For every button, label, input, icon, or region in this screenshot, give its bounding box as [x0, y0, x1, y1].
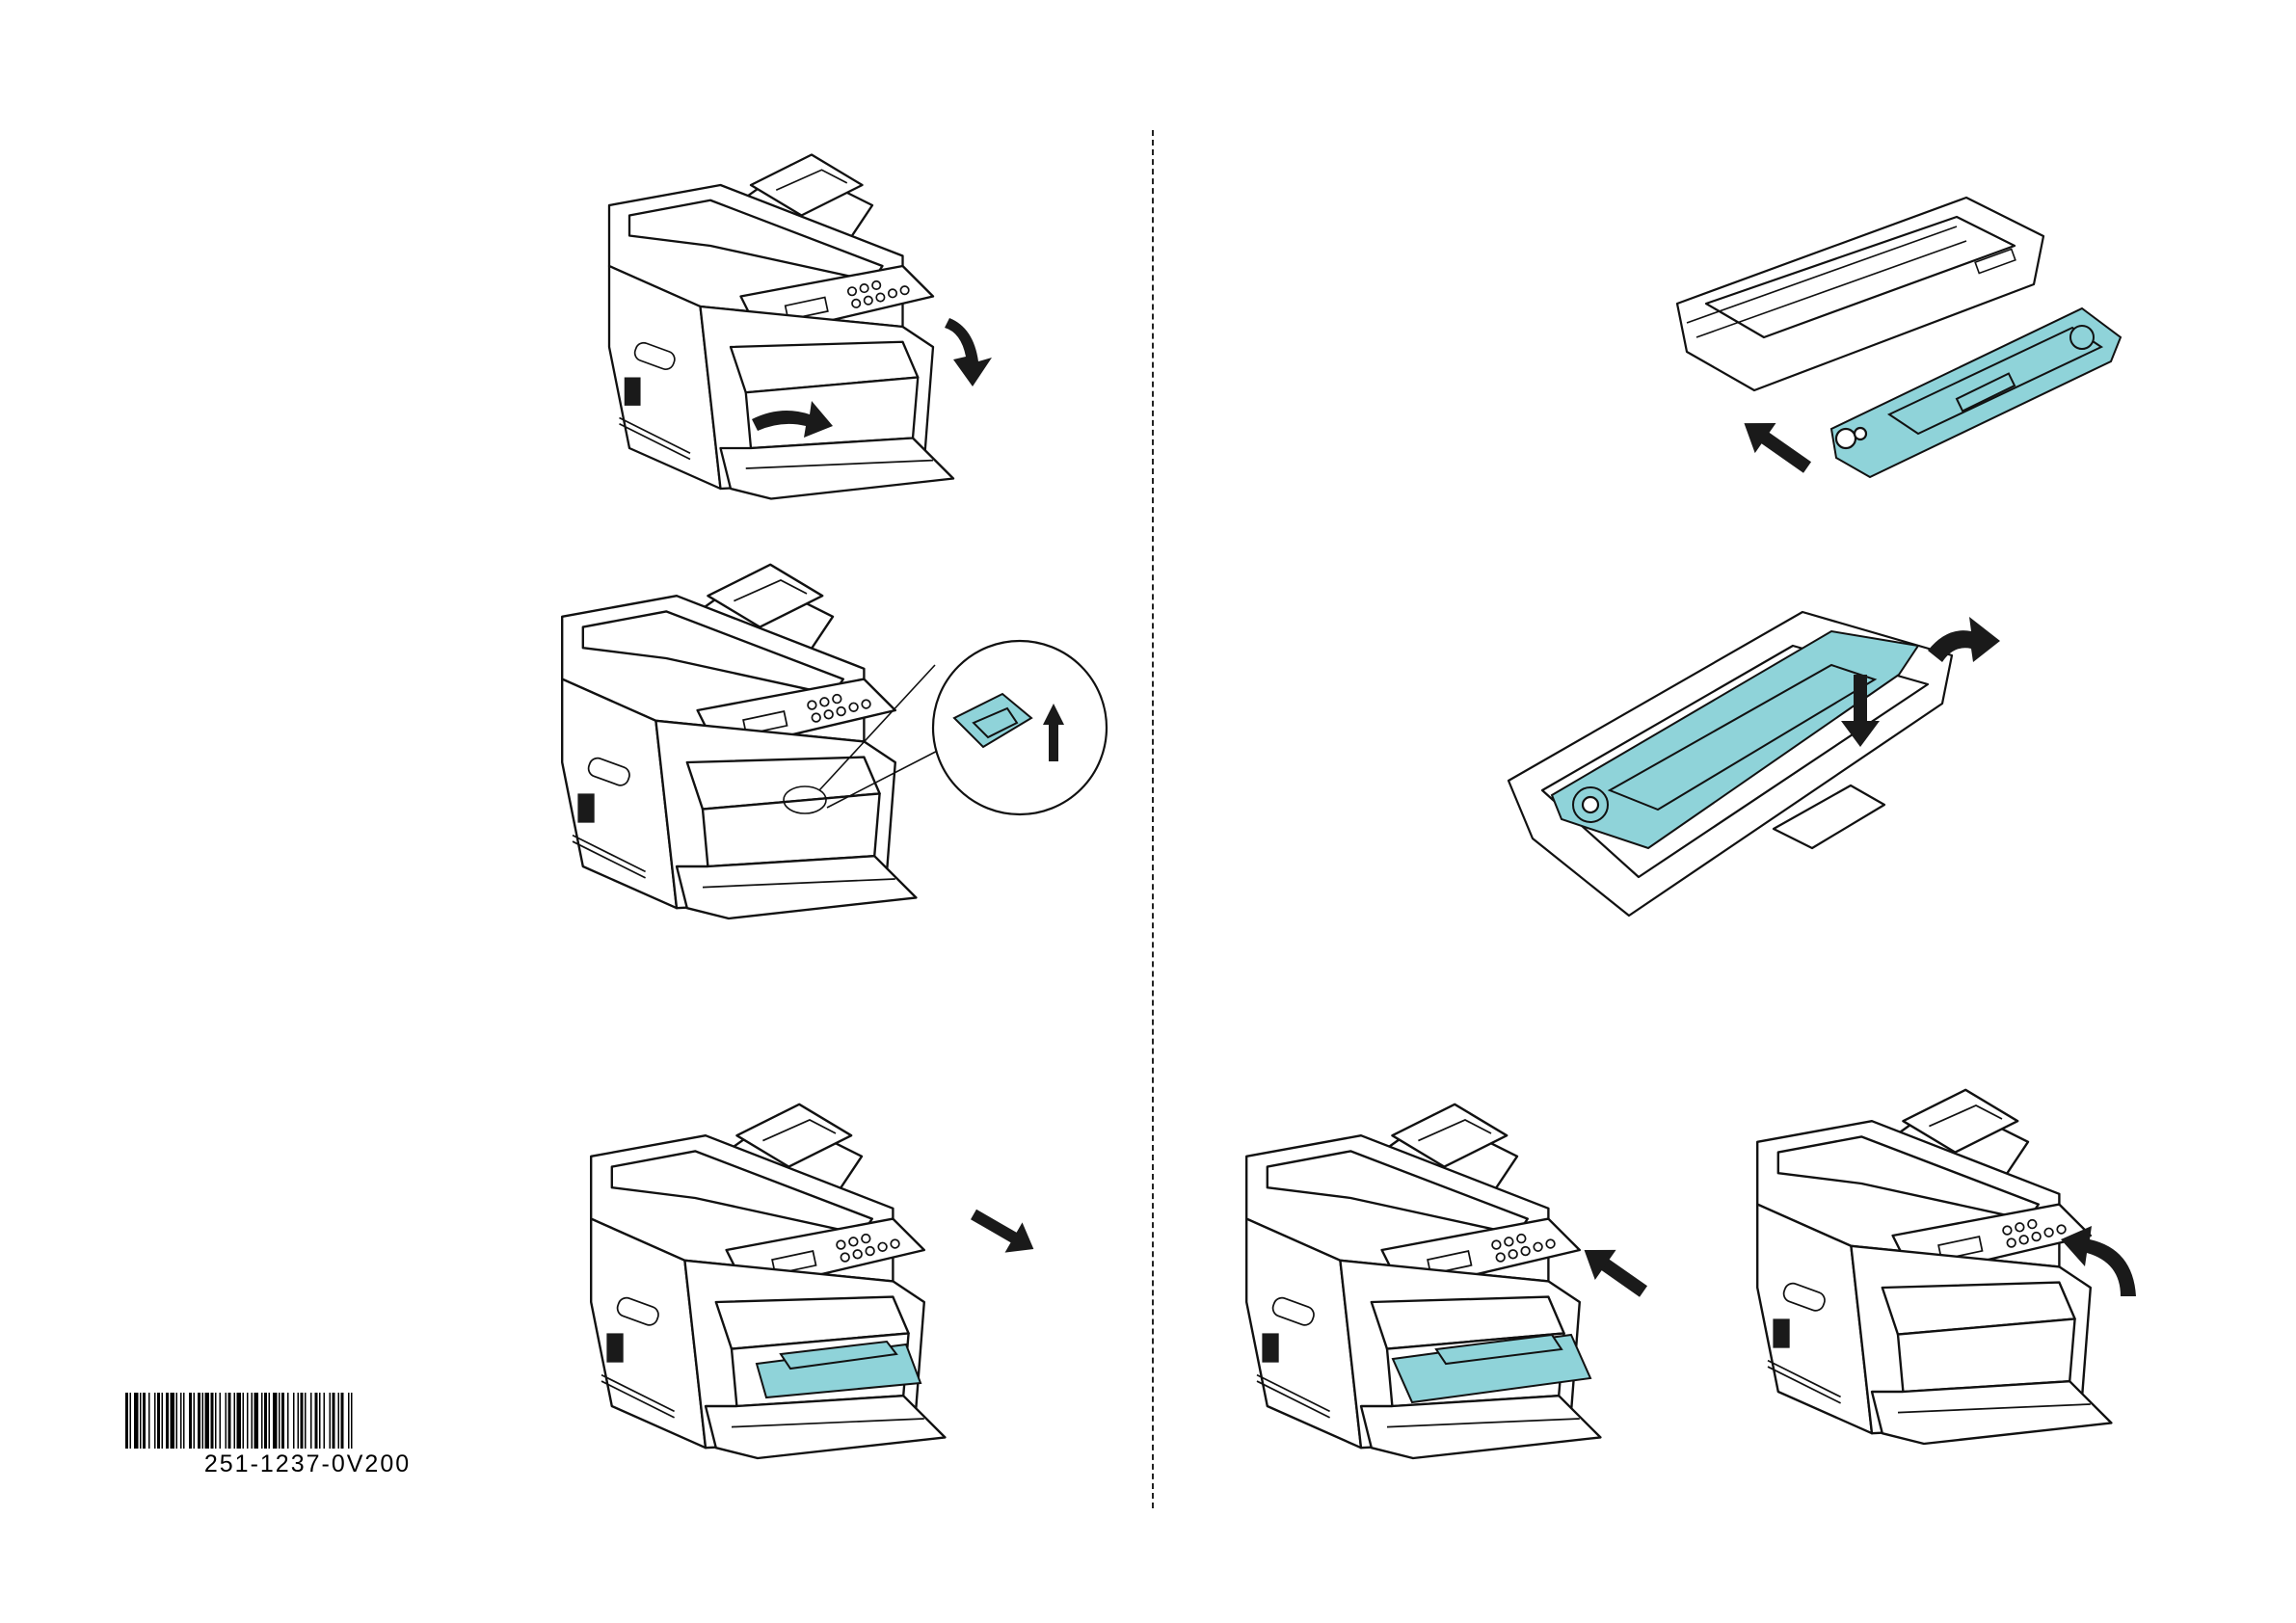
barcode-bar — [330, 1393, 332, 1449]
barcode-bar — [125, 1393, 128, 1449]
barcode-bar — [157, 1393, 160, 1449]
figure-lock-toner-in-drum — [1504, 588, 2005, 945]
barcode-bar — [281, 1393, 284, 1449]
barcode-bar — [243, 1393, 245, 1449]
barcode-bar — [247, 1393, 249, 1449]
barcode-bar — [252, 1393, 254, 1449]
barcode-bar — [211, 1393, 214, 1449]
barcode-bar — [273, 1393, 278, 1449]
barcode-bar — [226, 1393, 227, 1449]
barcode-bar — [269, 1393, 271, 1449]
figure-remove-drum-unit — [549, 1089, 1041, 1494]
barcode-bar — [180, 1393, 182, 1449]
barcode-bar — [202, 1393, 204, 1449]
barcode-bar — [189, 1393, 192, 1449]
arrow-up-left-icon — [1734, 409, 1818, 483]
barcode-bar — [305, 1393, 307, 1449]
barcode-bar — [264, 1393, 267, 1449]
barcode-bar — [148, 1393, 150, 1449]
arrow-up-left-icon — [1574, 1235, 1654, 1306]
drum-with-toner-icon — [1508, 612, 1952, 916]
page-divider — [1152, 130, 1154, 1508]
figure-open-front-cover — [569, 130, 1012, 520]
barcode-bar — [143, 1393, 146, 1449]
figure-close-front-cover — [1716, 1075, 2169, 1489]
barcode-bar — [333, 1393, 335, 1449]
barcode-bar — [324, 1393, 326, 1449]
barcode-bar — [134, 1393, 139, 1449]
barcode-bar — [220, 1393, 222, 1449]
barcode-bar — [234, 1393, 236, 1449]
barcode-bar — [310, 1393, 312, 1449]
barcode-bar — [351, 1393, 353, 1449]
barcode-bar — [348, 1393, 350, 1449]
barcode-bar — [162, 1393, 164, 1449]
barcode-bar — [338, 1393, 340, 1449]
barcode-bar — [166, 1393, 169, 1449]
figure-press-lever — [521, 549, 1060, 954]
barcode-bar — [298, 1393, 300, 1449]
barcode-bar — [176, 1393, 178, 1449]
barcode-bar — [183, 1393, 185, 1449]
arrow-down-right-icon — [965, 1199, 1042, 1264]
barcode-bar — [140, 1393, 142, 1449]
printer-drum-insertion-icon — [1246, 1104, 1600, 1458]
printer-front-cover-open-icon — [609, 155, 953, 499]
barcode-bar — [301, 1393, 304, 1449]
barcode-bar — [254, 1393, 259, 1449]
printer-lever-release-icon — [562, 565, 916, 918]
barcode-bar — [194, 1393, 196, 1449]
printer-drum-removal-icon — [591, 1104, 945, 1458]
figure-insert-toner-into-drum — [1668, 178, 2140, 487]
barcode-bar — [237, 1393, 242, 1449]
printer-front-cover-close-icon — [1757, 1090, 2111, 1444]
barcode-bar — [198, 1393, 200, 1449]
barcode-bar — [319, 1393, 321, 1449]
curved-arrow-down-icon — [945, 318, 992, 386]
curved-arrow-up-icon — [1928, 617, 2000, 662]
barcode-bar — [261, 1393, 263, 1449]
barcode-bar — [228, 1393, 231, 1449]
barcode-bar — [171, 1393, 175, 1449]
barcode-bar — [215, 1393, 217, 1449]
barcode-bar — [154, 1393, 156, 1449]
barcode-bar — [341, 1393, 344, 1449]
barcode-bars — [125, 1393, 490, 1449]
barcode-number: 251-1237-0V200 — [125, 1450, 490, 1478]
figure-insert-drum-unit — [1205, 1089, 1668, 1494]
barcode-bar — [205, 1393, 210, 1449]
barcode-bar — [293, 1393, 295, 1449]
barcode-bar — [130, 1393, 132, 1449]
barcode-bar — [287, 1393, 289, 1449]
barcode-bar — [315, 1393, 318, 1449]
barcode-bar — [279, 1393, 280, 1449]
